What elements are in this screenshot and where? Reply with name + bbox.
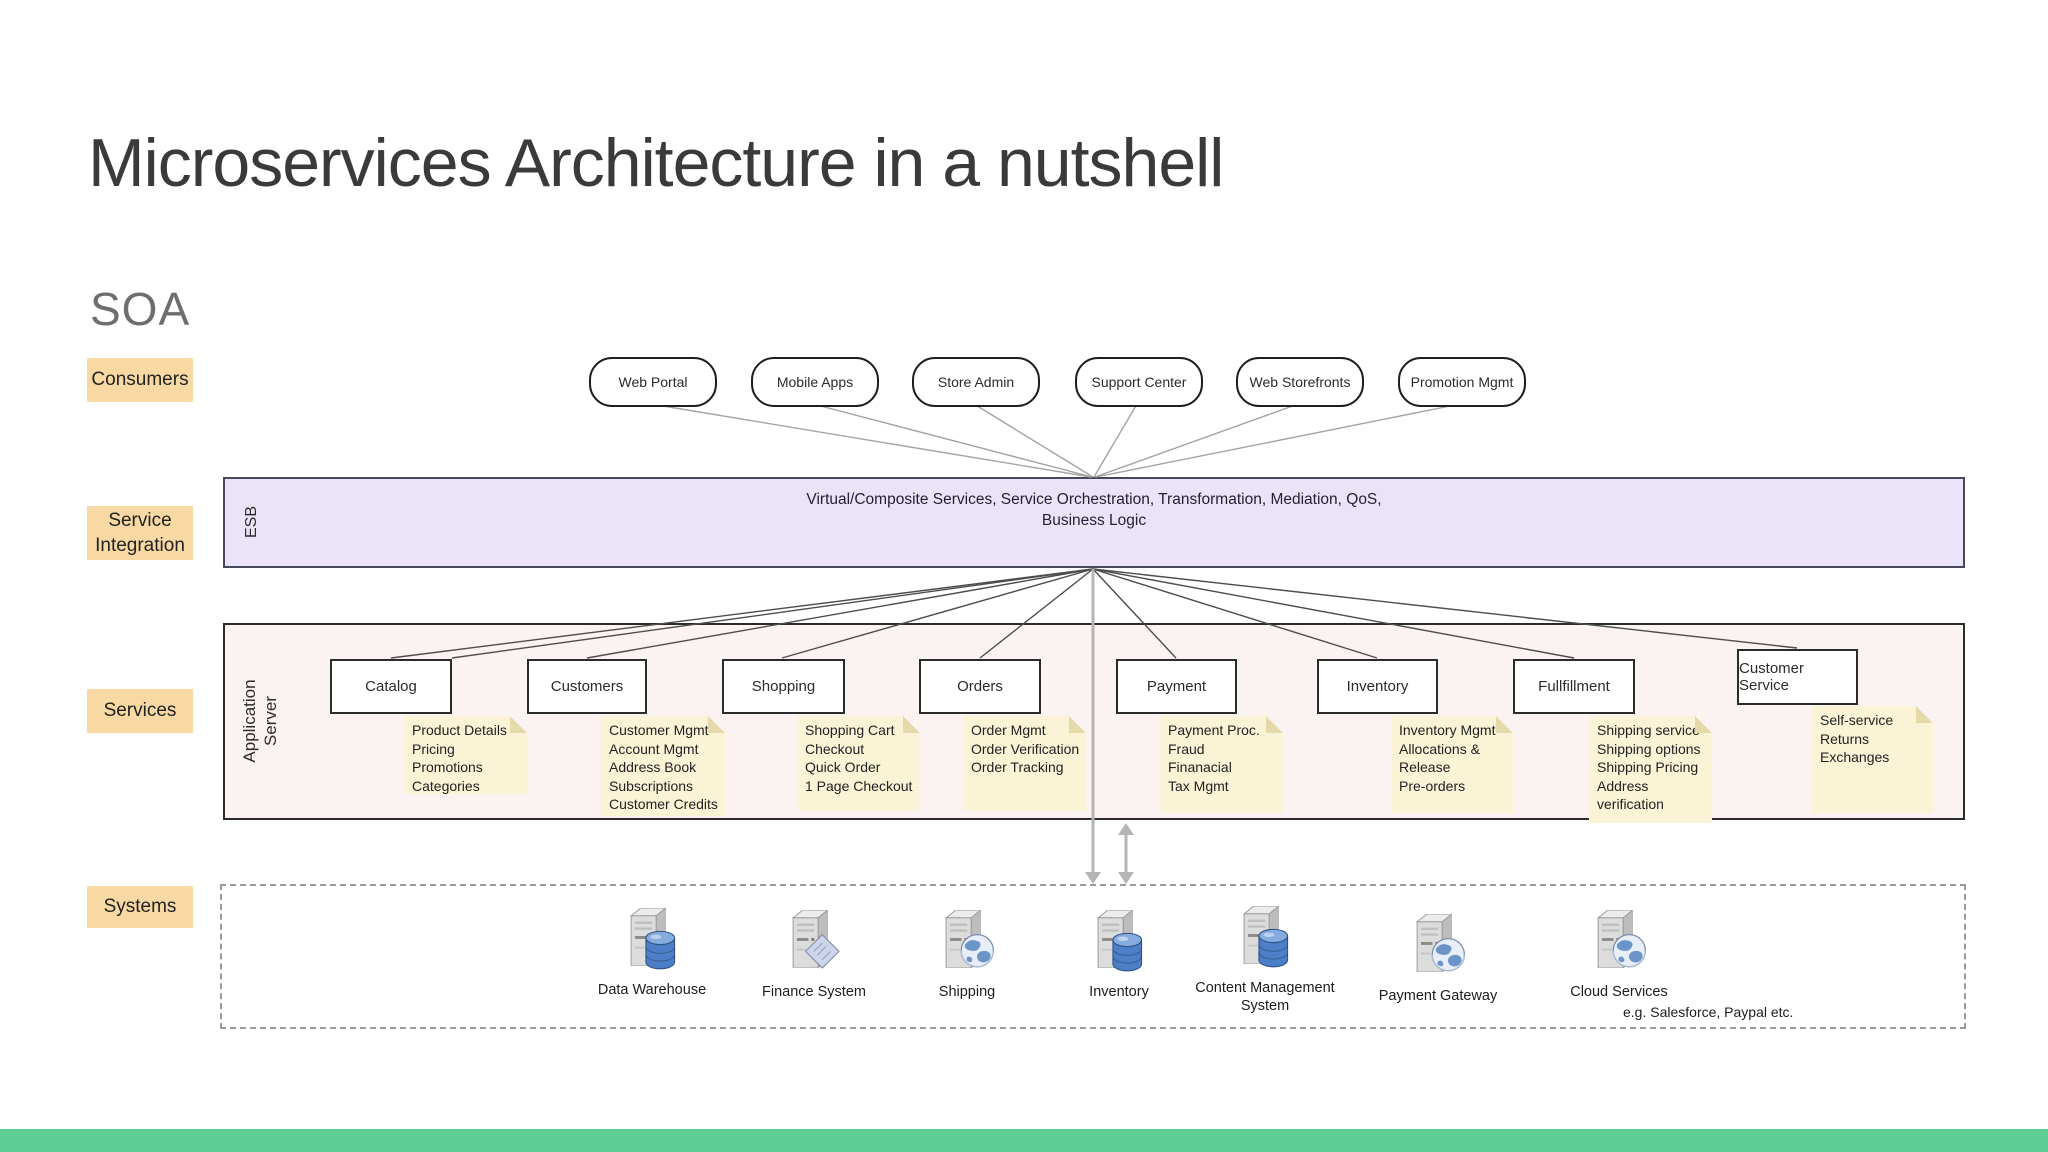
consumer-store-admin: Store Admin [912,357,1040,407]
system-item-shipping: Shipping [892,910,1042,1001]
system-item-inventory: Inventory [1044,910,1194,1001]
row-label-systems: Systems [87,886,193,928]
service-box-inventory: Inventory [1317,659,1438,714]
system-label: Cloud Services [1570,984,1668,1000]
consumer-web-storefronts: Web Storefronts [1236,357,1364,407]
service-box-fullfillment: Fullfillment [1513,659,1635,714]
system-item-cloud-services: Cloud Services [1544,910,1694,1001]
service-box-customer-service: Customer Service [1737,649,1858,705]
server-database-icon [1097,910,1143,972]
server-database-icon [630,908,676,970]
cloud-services-example-note: e.g. Salesforce, Paypal etc. [1623,1004,1794,1020]
server-card-icon [792,910,840,969]
soa-heading: SOA [90,283,191,335]
server-globe-icon [945,910,995,968]
system-label: Inventory [1089,984,1149,1000]
service-box-customers: Customers [527,659,647,714]
system-label: Finance System [762,984,866,1000]
row-label-consumers: Consumers [87,358,193,402]
row-label-services: Services [87,689,193,733]
esb-bar [223,477,1965,568]
consumer-mobile-apps: Mobile Apps [751,357,879,407]
system-item-finance-system: Finance System [739,910,889,1001]
service-box-orders: Orders [919,659,1041,714]
page-title: Microservices Architecture in a nutshell [88,125,1224,201]
consumer-web-portal: Web Portal [589,357,717,407]
server-database-icon [1243,906,1289,968]
server-globe-icon [1416,914,1466,972]
system-label: Payment Gateway [1378,988,1498,1004]
accent-bottom-bar [0,1129,2048,1152]
services-systems-double-arrow [1118,823,1134,884]
systems-container [220,884,1966,1029]
consumer-to-esb-lines [650,403,1461,478]
server-globe-icon [1597,910,1647,968]
system-label: Shipping [938,984,996,1000]
consumer-support-center: Support Center [1075,357,1203,407]
consumer-promotion-mgmt: Promotion Mgmt [1398,357,1526,407]
system-item-data-warehouse: Data Warehouse [577,908,727,999]
system-label: Data Warehouse [597,982,707,998]
service-box-catalog: Catalog [330,659,452,714]
system-item-payment-gateway: Payment Gateway [1363,914,1513,1005]
service-box-shopping: Shopping [722,659,845,714]
service-box-payment: Payment [1116,659,1237,714]
esb-description: Virtual/Composite Services, Service Orch… [806,491,1382,529]
